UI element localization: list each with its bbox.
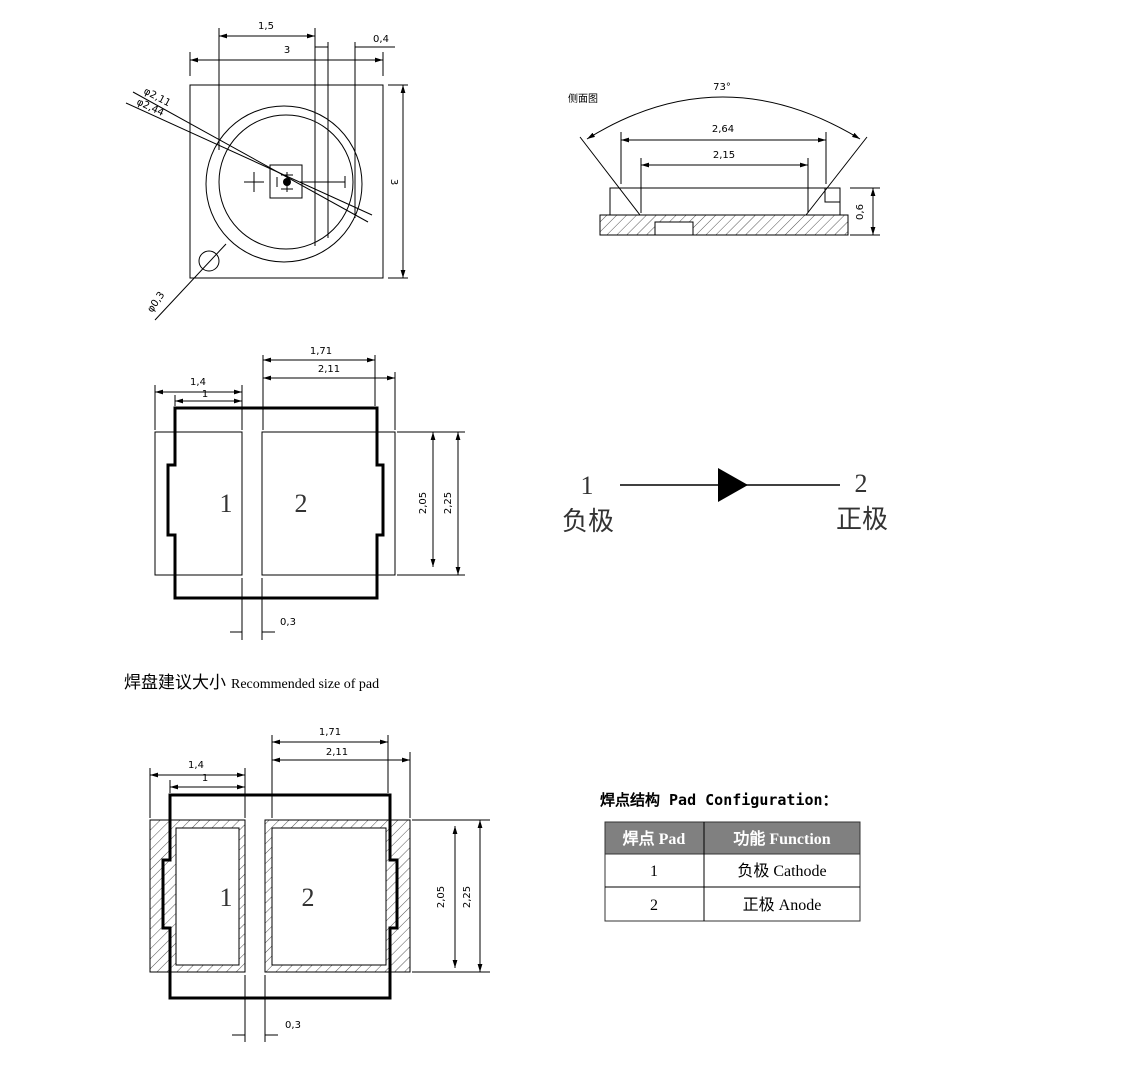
header-function: 功能 Function: [733, 829, 830, 848]
table-grid: [605, 822, 860, 921]
header-pad: 焊点 Pad: [623, 829, 686, 848]
rec-pad-1-inner: [175, 827, 240, 966]
beam-lines: [579, 136, 868, 216]
table-cell-function: 负极 Cathode: [737, 862, 826, 880]
caption-cn: 焊盘建议大小: [124, 673, 226, 692]
rec-dim-a-label: 1,71: [319, 727, 341, 738]
side-view: 侧面图 73° 2,64 2,15 0,6: [568, 82, 880, 236]
pad-1-label: 1: [220, 489, 233, 518]
lens-body: [609, 187, 841, 216]
anode-label: 正极: [836, 505, 888, 534]
table-cell-pad: 1: [650, 863, 658, 880]
recommended-pad-layout: 1 2 1,71 2,11 1,4 1 2,05 2,25 0,3: [149, 727, 490, 1042]
rec-dim-c-label: 1,4: [188, 760, 204, 771]
dim-inner-label: 2,15: [713, 150, 735, 161]
side-extension-lines: [620, 132, 880, 236]
dim-b-label: 2,11: [318, 364, 340, 375]
diameter-leader-2: [125, 102, 373, 216]
substrate-notch: [654, 221, 694, 236]
rec-pad-2-label: 2: [302, 883, 315, 912]
extension-lines: [189, 28, 408, 279]
dim-h1-label: 2,05: [418, 492, 429, 514]
recommended-caption: 焊盘建议大小 Recommended size of pad: [124, 673, 379, 692]
corner-step: [824, 187, 841, 203]
rec-dim-h2-label: 2,25: [462, 886, 473, 908]
top-view: 1,5 3 0,4 3 φ2,11 φ2,44 φ0,3: [125, 21, 408, 321]
package-outline: [189, 84, 384, 279]
pad-2-label: 2: [295, 489, 308, 518]
dim-side-height-label: 0,6: [855, 204, 866, 220]
dim-width-label: 3: [284, 45, 290, 56]
center-marks: [244, 172, 346, 192]
rec-dim-h1-label: 2,05: [436, 886, 447, 908]
table-cell-pad: 2: [650, 897, 658, 914]
cathode-label: 负极: [562, 507, 614, 536]
rec-pad-2-inner: [271, 827, 387, 966]
polarity-hole: [198, 250, 220, 272]
pad-config-title: 焊点结构 Pad Configuration：: [600, 791, 838, 809]
substrate-hatched: [599, 214, 849, 236]
dim-offset-label: 1,5: [258, 21, 274, 32]
lens-inner-circle: [218, 114, 354, 250]
cathode-number: 1: [581, 471, 594, 500]
dim-height-label: 3: [388, 179, 399, 185]
dim-gap-label: 0,4: [373, 34, 389, 45]
dim-d-label: 1: [202, 389, 208, 400]
table-cell-function: 正极 Anode: [743, 896, 822, 914]
rec-pad-1-label: 1: [220, 883, 233, 912]
pad-2-rect: [261, 431, 396, 576]
hole-leader: [154, 243, 227, 321]
table-header: [604, 821, 861, 855]
package-footprint-outline: [166, 406, 385, 600]
angle-arc: [586, 96, 861, 140]
rec-footprint-outline: [161, 793, 399, 1000]
dim-h2-label: 2,25: [443, 492, 454, 514]
pad-1-rect: [154, 431, 243, 576]
diameter-leader-1: [132, 91, 369, 223]
rec-dim-d-label: 1: [202, 773, 208, 784]
side-view-label: 侧面图: [568, 92, 598, 105]
caption-en: Recommended size of pad: [231, 677, 379, 692]
pad-layout: 1 2 1,71 2,11 1,4 1 2,05 2,25 0,3: [154, 346, 465, 640]
angle-label: 73°: [713, 82, 731, 93]
diode-symbol: 1 负极 2 正极: [562, 468, 888, 536]
diode-triangle-icon: [718, 468, 748, 502]
pad-config: 焊点结构 Pad Configuration： 焊点 Pad 功能 Functi…: [600, 791, 861, 922]
lens-outer-circle: [205, 105, 363, 263]
dim-gap-label: 0,3: [280, 617, 296, 628]
dim-a-label: 1,71: [310, 346, 332, 357]
rec-dim-gap-label: 0,3: [285, 1020, 301, 1031]
dim-c-label: 1,4: [190, 377, 206, 388]
dim-outer-label: 2,64: [712, 124, 734, 135]
anode-number: 2: [855, 469, 868, 498]
rec-dim-b-label: 2,11: [326, 747, 348, 758]
